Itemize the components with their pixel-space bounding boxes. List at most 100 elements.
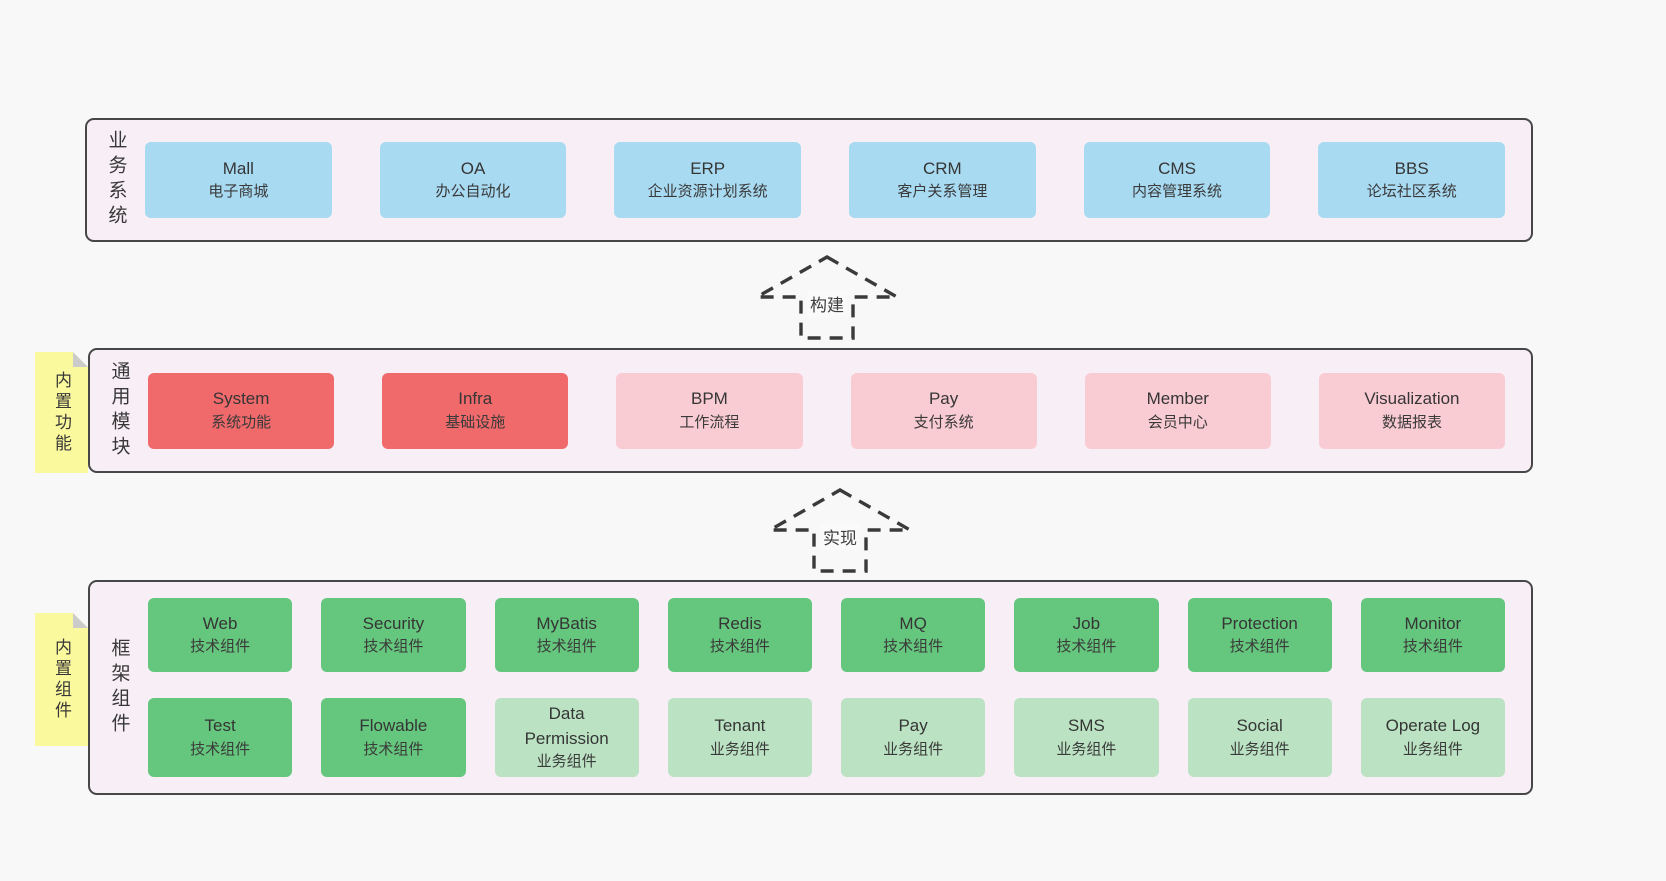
box-subtitle: 会员中心	[1147, 413, 1208, 431]
box-member: Member 会员中心	[1084, 372, 1271, 449]
box-title: CMS	[1158, 158, 1196, 178]
box-monitor: Monitor 技术组件	[1360, 597, 1505, 672]
box-subtitle: 技术组件	[883, 638, 944, 656]
box-mybatis: MyBatis 技术组件	[494, 597, 639, 672]
section-label-components: 框架组件	[90, 582, 148, 793]
box-operate-log: Operate Log 业务组件	[1360, 697, 1505, 778]
box-title: BBS	[1394, 158, 1429, 178]
box-infra: Infra 基础设施	[382, 372, 569, 449]
box-title: Operate Log	[1385, 716, 1481, 736]
section-business-systems: 业务系统 Mall 电子商城 OA 办公自动化 ERP 企业资源计划系统 CRM 客户关系管理…	[85, 118, 1533, 242]
box-title: Web	[202, 613, 238, 633]
box-data-permission: Data Permission 业务组件	[494, 697, 639, 778]
box-sms: SMS 业务组件	[1014, 697, 1159, 778]
box-title: Tenant	[714, 716, 766, 736]
box-title: Member	[1146, 389, 1209, 409]
arrow-build-label: 构建	[807, 290, 847, 317]
box-title: OA	[460, 158, 486, 178]
box-subtitle: 支付系统	[913, 413, 974, 431]
box-title: CRM	[922, 158, 962, 178]
box-mq: MQ 技术组件	[841, 597, 986, 672]
box-subtitle: 客户关系管理	[897, 183, 988, 201]
box-title: Flowable	[359, 716, 428, 736]
box-pay: Pay 业务组件	[841, 697, 986, 778]
box-subtitle: 基础设施	[445, 413, 506, 431]
section-label-business: 业务系统	[87, 120, 145, 240]
box-subtitle: 技术组件	[536, 638, 597, 656]
sticky-built-in-components: 内置组件	[35, 613, 88, 746]
box-title: ERP	[690, 158, 726, 178]
box-subtitle: 数据报表	[1381, 413, 1442, 431]
box-subtitle: 业务组件	[1056, 740, 1117, 758]
box-title: Redis	[718, 613, 762, 633]
box-pay: Pay 支付系统	[850, 372, 1037, 449]
arrow-implement: 实现	[765, 487, 915, 575]
box-redis: Redis 技术组件	[667, 597, 812, 672]
box-crm: CRM 客户关系管理	[849, 142, 1036, 218]
box-subtitle: 技术组件	[709, 638, 770, 656]
box-system: System 系统功能	[148, 372, 335, 449]
sticky-built-in-features: 内置功能	[35, 352, 88, 473]
arrow-implement-label: 实现	[820, 523, 860, 550]
arrow-up-icon	[752, 255, 902, 340]
box-title: Monitor	[1404, 613, 1462, 633]
box-subtitle: 业务组件	[1229, 740, 1290, 758]
box-social: Social 业务组件	[1187, 697, 1332, 778]
box-subtitle: 业务组件	[536, 753, 597, 771]
sticky-built-in-components-text: 内置组件	[52, 637, 71, 722]
box-subtitle: 技术组件	[1402, 638, 1463, 656]
section-label-business-text: 业务系统	[105, 130, 127, 230]
box-oa: OA 办公自动化	[379, 142, 567, 218]
box-title: Visualization	[1364, 389, 1460, 409]
box-title: System	[212, 389, 270, 409]
box-title: Protection	[1221, 613, 1298, 633]
sticky-built-in-features-text: 内置功能	[52, 370, 71, 455]
box-subtitle: 业务组件	[883, 740, 944, 758]
box-title: Infra	[458, 389, 493, 409]
box-protection: Protection 技术组件	[1187, 597, 1332, 672]
modules-boxes: System 系统功能 Infra 基础设施 BPM 工作流程 Pay 支付系统 Member 会…	[148, 372, 1506, 449]
box-tenant: Tenant 业务组件	[667, 697, 812, 778]
box-subtitle: 电子商城	[208, 183, 269, 201]
box-subtitle: 系统功能	[211, 413, 272, 431]
box-visualization: Visualization 数据报表	[1318, 372, 1506, 449]
box-subtitle: 企业资源计划系统	[647, 183, 768, 201]
business-boxes: Mall 电子商城 OA 办公自动化 ERP 企业资源计划系统 CRM 客户关系管理 CMS 内容…	[145, 142, 1506, 218]
box-title: BPM	[691, 389, 728, 409]
box-subtitle: 技术组件	[363, 638, 424, 656]
box-subtitle: 技术组件	[190, 740, 251, 758]
box-title: Test	[204, 716, 236, 736]
box-bpm: BPM 工作流程	[616, 372, 803, 449]
box-title: MyBatis	[536, 613, 597, 633]
box-subtitle: 论坛社区系统	[1366, 183, 1457, 201]
section-common-modules: 通用模块 System 系统功能 Infra 基础设施 BPM 工作流程 Pay 支付系统 Me…	[88, 348, 1533, 473]
box-title: SMS	[1067, 716, 1105, 736]
box-subtitle: 技术组件	[1056, 638, 1117, 656]
box-title: Pay	[898, 716, 928, 736]
box-test: Test 技术组件	[148, 697, 293, 778]
box-subtitle: 工作流程	[679, 413, 740, 431]
section-label-modules-text: 通用模块	[108, 360, 130, 461]
box-subtitle: 业务组件	[1402, 740, 1463, 758]
box-subtitle: 业务组件	[709, 740, 770, 758]
box-title: Data Permission	[524, 703, 609, 748]
box-subtitle: 技术组件	[1229, 638, 1290, 656]
box-title: Social	[1236, 716, 1283, 736]
section-label-components-text: 框架组件	[108, 637, 130, 738]
section-label-modules: 通用模块	[90, 350, 148, 471]
arrow-up-icon	[765, 488, 915, 573]
box-subtitle: 内容管理系统	[1132, 183, 1223, 201]
box-title: MQ	[899, 613, 927, 633]
box-subtitle: 办公自动化	[435, 183, 511, 201]
box-title: Mall	[222, 158, 254, 178]
box-erp: ERP 企业资源计划系统	[614, 142, 802, 218]
box-title: Pay	[928, 389, 959, 409]
